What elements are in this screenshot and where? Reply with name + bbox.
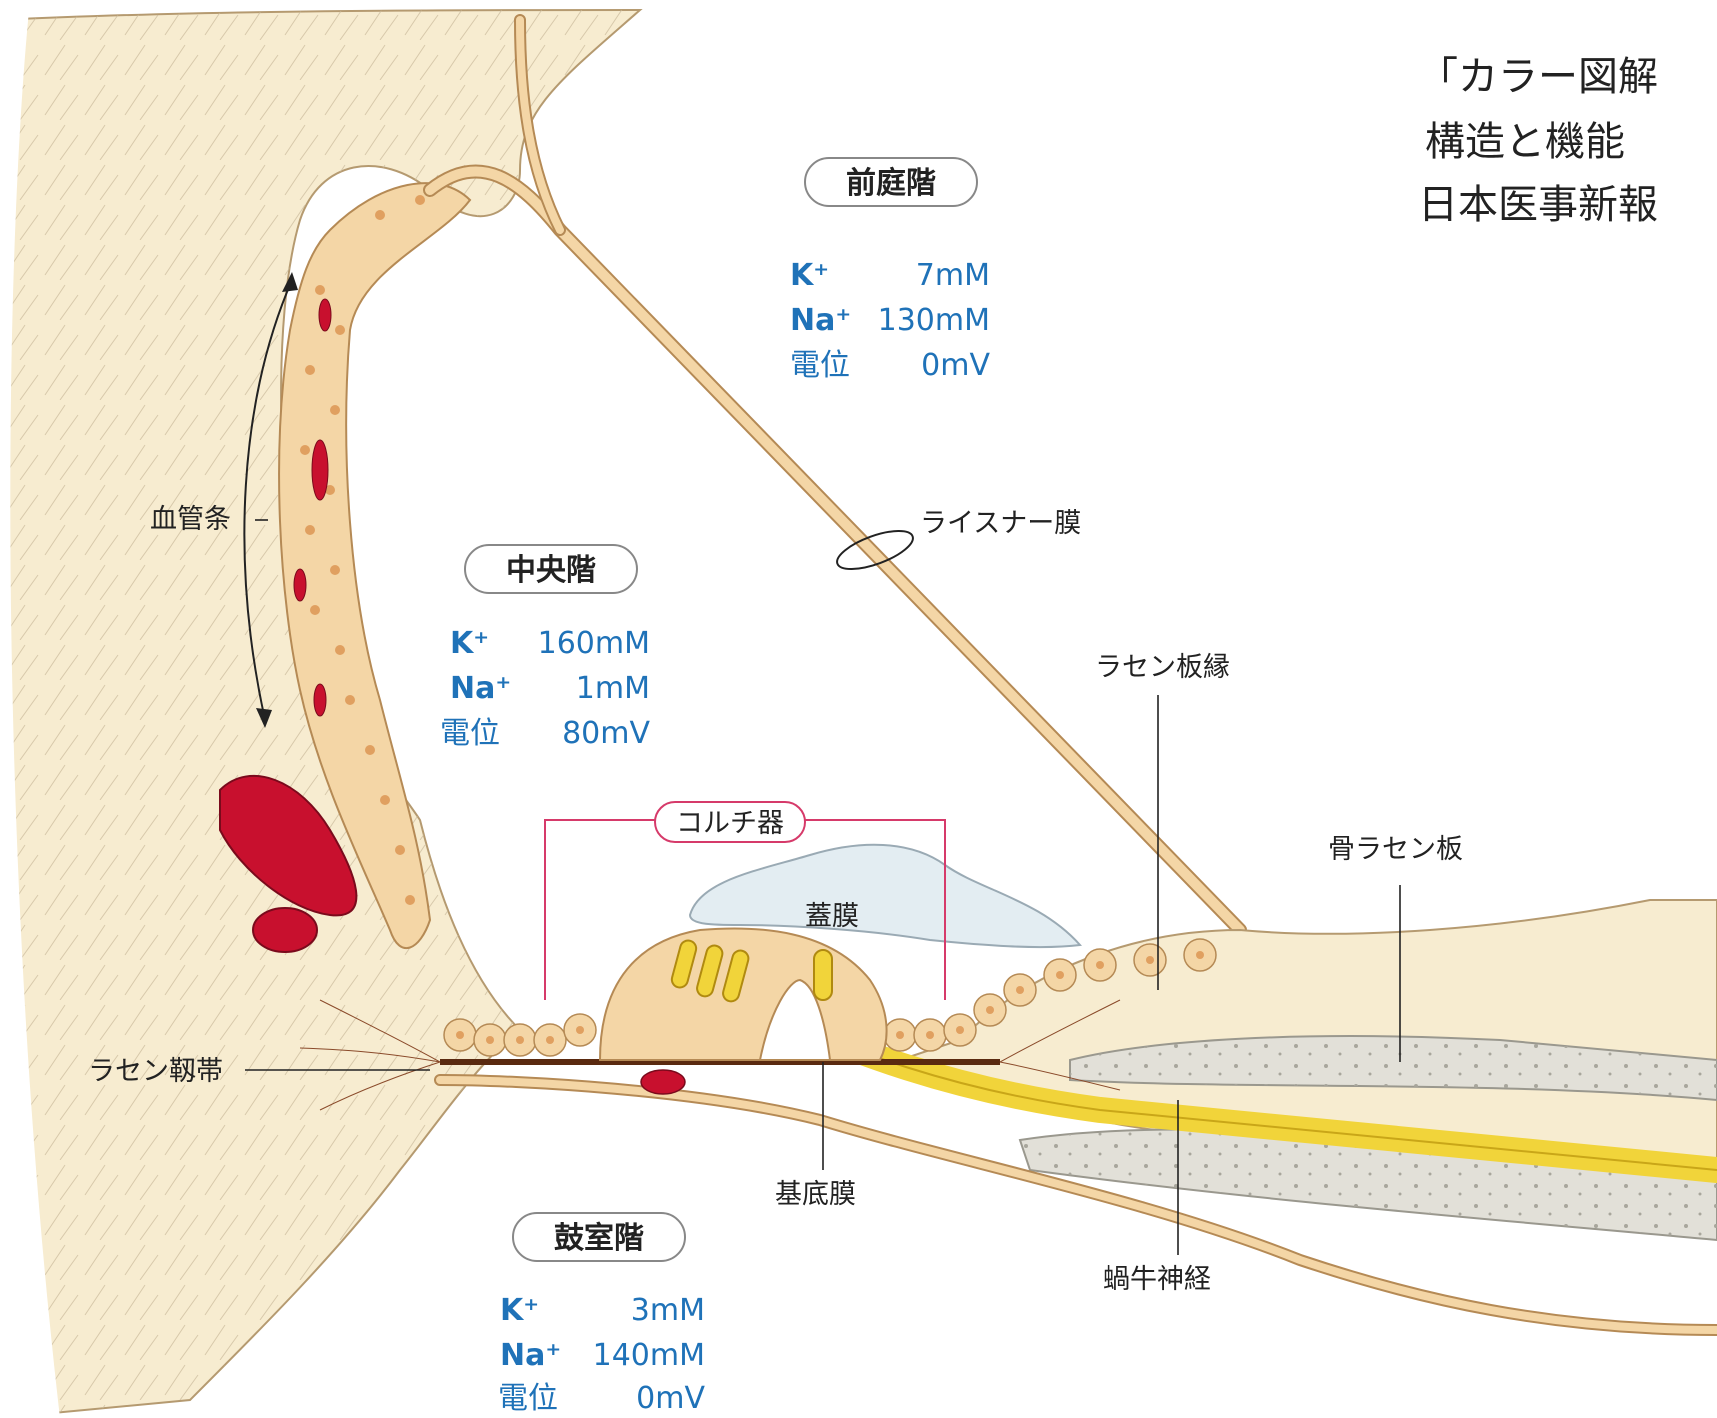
ion-value: 0mV — [921, 348, 990, 383]
reissner-indicator-loop — [836, 530, 914, 570]
scala-vestibuli-ions: K⁺ 7mM Na⁺ 130mM 電位 0mV — [790, 258, 990, 383]
ion-label: Na⁺ — [450, 671, 511, 706]
scala-media-pill — [464, 544, 638, 594]
organ-of-corti-body — [598, 927, 888, 1061]
caption-line-1: 「カラー図解 — [1418, 54, 1658, 100]
ion-value: 7mM — [916, 258, 990, 293]
scala-media-ions: K⁺ 160mM Na⁺ 1mM 電位 80mV — [440, 626, 650, 751]
ion-value: 160mM — [538, 626, 650, 661]
ion-value: 1mM — [576, 671, 650, 706]
stria-extent-arrow — [243, 279, 293, 721]
scala-tympani-pill — [512, 1212, 686, 1262]
hair-cells — [670, 939, 833, 1003]
ion-value: 0mV — [636, 1381, 705, 1416]
label-cochlear-nerve: 蝸牛神経 — [1103, 1264, 1211, 1295]
label-spiral-limbus: ラセン板縁 — [1095, 652, 1230, 683]
stria-vascularis-band — [278, 182, 472, 950]
ion-label: Na⁺ — [790, 303, 851, 338]
caption-line-3: 日本医事新報 — [1418, 182, 1658, 228]
scala-tympani-title: 鼓室階 — [554, 1221, 644, 1256]
ion-label: K⁺ — [790, 258, 829, 293]
scala-vestibuli-title: 前庭階 — [846, 166, 936, 201]
ion-label: K⁺ — [450, 626, 489, 661]
ion-label: 電位 — [498, 1381, 558, 1416]
scala-media-title: 中央階 — [506, 553, 596, 588]
stria-capillaries — [293, 298, 332, 717]
tectorial-membrane — [688, 843, 1083, 949]
ion-value: 130mM — [878, 303, 990, 338]
ion-label: 電位 — [790, 348, 850, 383]
organ-of-corti-bracket — [544, 819, 946, 1000]
caption-line-2: 構造と機能 — [1425, 119, 1625, 165]
outer-margin — [0, 0, 60, 1418]
label-tectorial-membrane: 蓋膜 — [805, 901, 859, 932]
scala-tympani-ions: K⁺ 3mM Na⁺ 140mM 電位 0mV — [498, 1293, 705, 1416]
label-reissner-membrane: ライスナー膜 — [920, 508, 1081, 539]
label-basilar-membrane: 基底膜 — [775, 1179, 856, 1210]
ion-label: K⁺ — [500, 1293, 539, 1328]
stria-cell-nuclei — [300, 195, 425, 905]
leader-lines — [245, 519, 1401, 1255]
label-spiral-ligament: ラセン靱帯 — [88, 1056, 223, 1087]
ion-value: 140mM — [593, 1338, 705, 1373]
organ-of-corti-pill — [654, 801, 806, 843]
ion-value: 80mV — [562, 716, 650, 751]
ion-label: 電位 — [440, 716, 500, 751]
label-osseous-spiral-lamina: 骨ラセン板 — [1328, 834, 1463, 865]
small-blood-vessel — [252, 907, 318, 953]
tunnel-of-corti — [758, 978, 832, 1061]
spiral-vessel — [640, 1069, 686, 1095]
label-organ-of-corti: コルチ器 — [676, 808, 784, 839]
basilar-fan-fibers — [299, 999, 1121, 1111]
ion-value: 3mM — [631, 1293, 705, 1328]
large-blood-vessel — [219, 774, 358, 917]
scala-vestibuli-pill — [804, 157, 978, 207]
ion-label: Na⁺ — [500, 1338, 561, 1373]
label-stria-vascularis: 血管条 — [150, 504, 231, 535]
